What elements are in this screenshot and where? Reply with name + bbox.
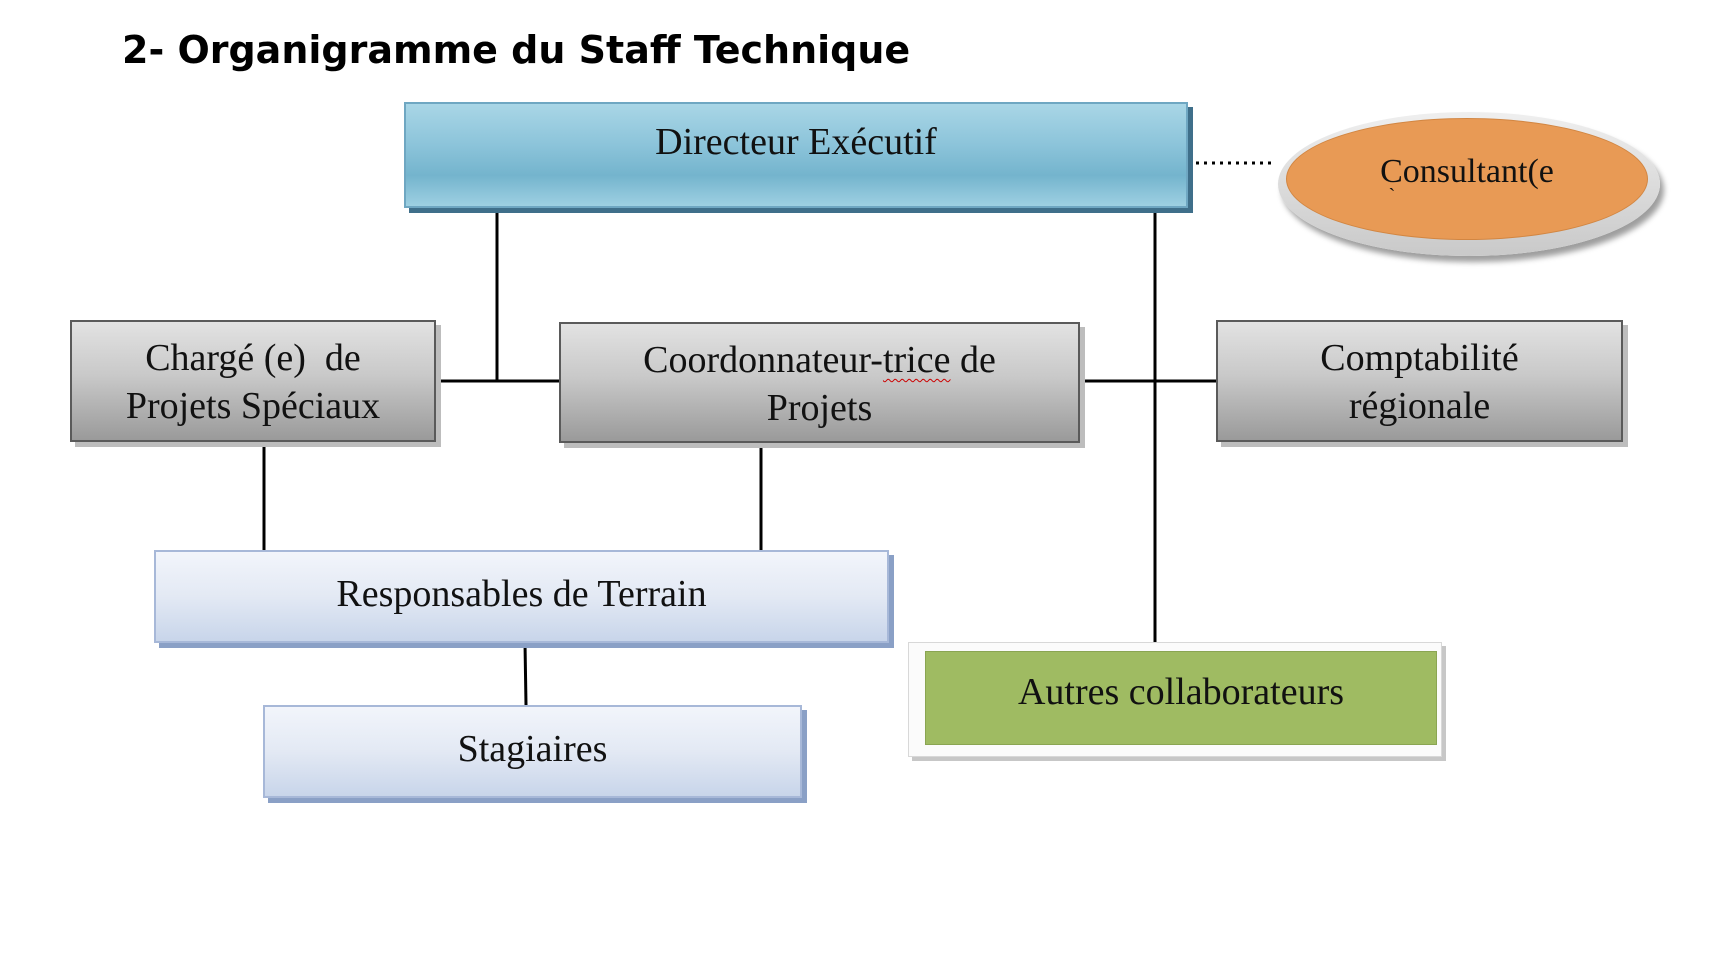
node-charge-projets-speciaux: Chargé (e) de Projets Spéciaux [70, 320, 436, 442]
node-compta-line2: régionale [1348, 385, 1491, 427]
node-coord-line1c: de [950, 339, 996, 381]
node-charge-line1: Chargé (e) de [145, 337, 361, 379]
node-consultant: Consultant(e ` [1286, 118, 1648, 240]
node-coord-line1b: trice [882, 339, 951, 381]
node-responsables-label: Responsables de Terrain [336, 573, 707, 615]
page-title: 2- Organigramme du Staff Technique [122, 28, 911, 72]
node-stagiaires-label: Stagiaires [457, 728, 608, 770]
node-coordonnateur-projets: Coordonnateur-trice de Projets [559, 322, 1080, 443]
connector-resp-stag [523, 642, 528, 706]
node-autres-label: Autres collaborateurs [1017, 671, 1345, 713]
node-autres-collaborateurs: Autres collaborateurs [925, 651, 1437, 745]
node-charge-line2: Projets Spéciaux [125, 385, 381, 427]
node-coord-line2: Projets [766, 387, 873, 429]
node-responsables-terrain: Responsables de Terrain [154, 550, 889, 643]
node-directeur-executif: Directeur Exécutif [404, 102, 1188, 208]
node-directeur-label: Directeur Exécutif [655, 121, 937, 163]
node-coord-line1a: Coordonnateur- [643, 339, 883, 381]
node-consultant-label: Consultant(e [1380, 153, 1554, 190]
node-consultant-mark: ` [1388, 185, 1396, 207]
node-coord-line1: Coordonnateur-trice de [643, 336, 996, 384]
node-stagiaires: Stagiaires [263, 705, 802, 798]
node-comptabilite-regionale: Comptabilité régionale [1216, 320, 1623, 442]
node-autres-collaborateurs-frame: Autres collaborateurs [908, 642, 1442, 757]
node-compta-line1: Comptabilité [1320, 337, 1519, 379]
